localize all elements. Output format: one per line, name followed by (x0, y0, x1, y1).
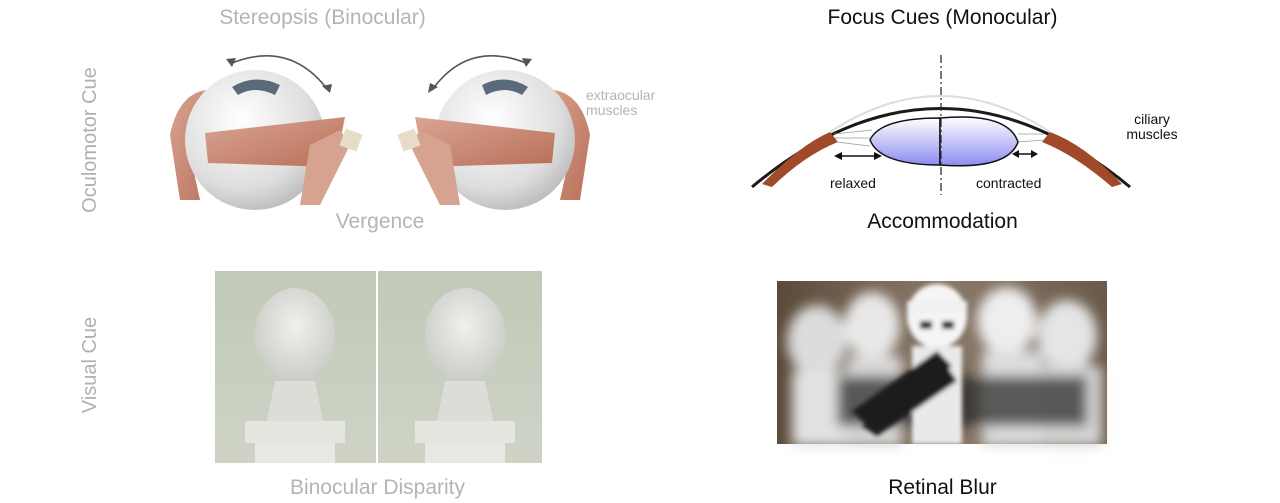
extraocular-muscles-label: extraocular muscles (586, 87, 656, 118)
right-eye-rotation-arrow (431, 55, 527, 91)
visual-row-label: Visual Cue (79, 316, 101, 414)
retinal-blur-image (777, 281, 1107, 446)
accommodation-lens-diagram (751, 55, 1131, 195)
ciliary-muscles-label: ciliary muscles (1126, 111, 1178, 142)
contracted-label: contracted (976, 175, 1042, 191)
retinal-blur-caption: Retinal Blur (888, 476, 997, 499)
binocular-column-title: Stereopsis (Binocular) (219, 6, 426, 29)
accommodation-caption: Accommodation (867, 210, 1018, 233)
monocular-column-title: Focus Cues (Monocular) (827, 6, 1058, 29)
stereo-right-photo (378, 271, 542, 463)
relaxed-label: relaxed (830, 175, 876, 191)
lens-contracted (939, 116, 1019, 167)
oculomotor-row-label: Oculomotor Cue (79, 67, 101, 213)
binocular-disparity-caption: Binocular Disparity (289, 476, 466, 499)
stereo-left-photo (215, 271, 376, 463)
vergence-caption: Vergence (335, 210, 425, 233)
left-eye-rotation-arrow (231, 55, 329, 91)
lens-relaxed (869, 117, 941, 166)
stereo-pair-image (215, 271, 542, 463)
vergence-eyes-illustration (170, 55, 590, 210)
